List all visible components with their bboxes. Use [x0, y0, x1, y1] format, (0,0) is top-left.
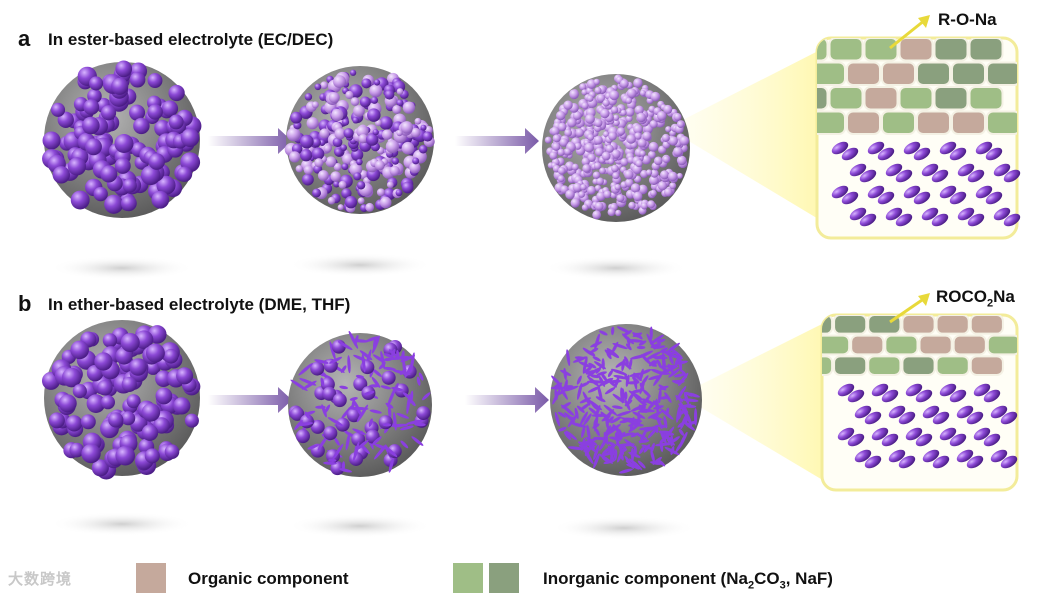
zoom-box-a	[795, 15, 1023, 238]
sei-layer-b	[800, 315, 1020, 375]
legend-label-inorganic: Inorganic component (Na2CO3, NaF)	[543, 569, 833, 591]
sphere-b-final	[550, 324, 702, 476]
zoom-box-b	[800, 293, 1020, 490]
sphere-a-pristine	[42, 61, 201, 218]
legend-swatch-organic	[136, 563, 166, 593]
sei-layer-a	[795, 38, 1021, 134]
sphere-b-intermediate	[288, 330, 432, 477]
sphere-a-intermediate	[285, 66, 435, 214]
legend-swatch-inorganic-light	[453, 563, 483, 593]
legend-label-organic: Organic component	[188, 569, 349, 589]
legend-swatch-inorganic-dark	[489, 563, 519, 593]
sphere-a-final	[542, 74, 690, 222]
sphere-b-pristine	[42, 320, 200, 480]
watermark: 大数跨境	[8, 568, 72, 589]
